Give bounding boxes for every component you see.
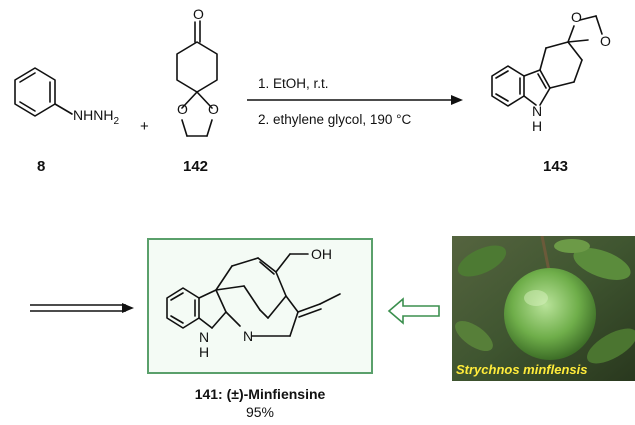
ketone-oxygen: O bbox=[193, 6, 204, 22]
ketal-oxygen-left: O bbox=[177, 101, 188, 117]
product-oxygen-right: O bbox=[600, 33, 611, 49]
reaction-arrow bbox=[247, 95, 463, 105]
hydrazine-text: NHNH2 bbox=[73, 107, 120, 127]
indoline-hydrogen: H bbox=[199, 344, 210, 360]
compound-8-structure bbox=[14, 67, 73, 117]
compound-8-label: 8 bbox=[37, 158, 46, 175]
minfiensine-box bbox=[147, 238, 373, 374]
compound-143-label: 143 bbox=[543, 158, 569, 175]
hydrazine-subscript: 2 bbox=[113, 115, 120, 127]
amine-nitrogen: N bbox=[243, 328, 254, 344]
condition-step-2: 2. ethylene glycol, 190 °C bbox=[258, 112, 412, 127]
species-caption: Strychnos minflensis bbox=[456, 362, 588, 377]
product-oxygen-top: O bbox=[571, 9, 582, 25]
fruit-image bbox=[452, 236, 635, 381]
compound-143-structure bbox=[491, 15, 603, 107]
condition-step-1: 1. EtOH, r.t. bbox=[258, 76, 329, 91]
plant-photo: Strychnos minflensis bbox=[452, 236, 635, 381]
source-arrow bbox=[387, 297, 440, 325]
plus-sign: + bbox=[140, 118, 149, 135]
indole-nitrogen: N bbox=[532, 103, 543, 119]
hydrazine-group: NHNH2 bbox=[73, 108, 119, 129]
indoline-nitrogen: N bbox=[199, 329, 210, 345]
hydroxyl-group: OH bbox=[311, 246, 332, 262]
minfiensine-structure bbox=[166, 253, 341, 337]
compound-142-label: 142 bbox=[183, 158, 209, 175]
multistep-arrow bbox=[30, 303, 134, 313]
compound-142-structure bbox=[176, 20, 218, 137]
minfiensine-name: 141: (±)-Minfiensine bbox=[194, 386, 326, 402]
ketal-oxygen-right: O bbox=[208, 101, 219, 117]
minfiensine-yield: 95% bbox=[245, 404, 275, 420]
indole-hydrogen: H bbox=[532, 118, 543, 134]
